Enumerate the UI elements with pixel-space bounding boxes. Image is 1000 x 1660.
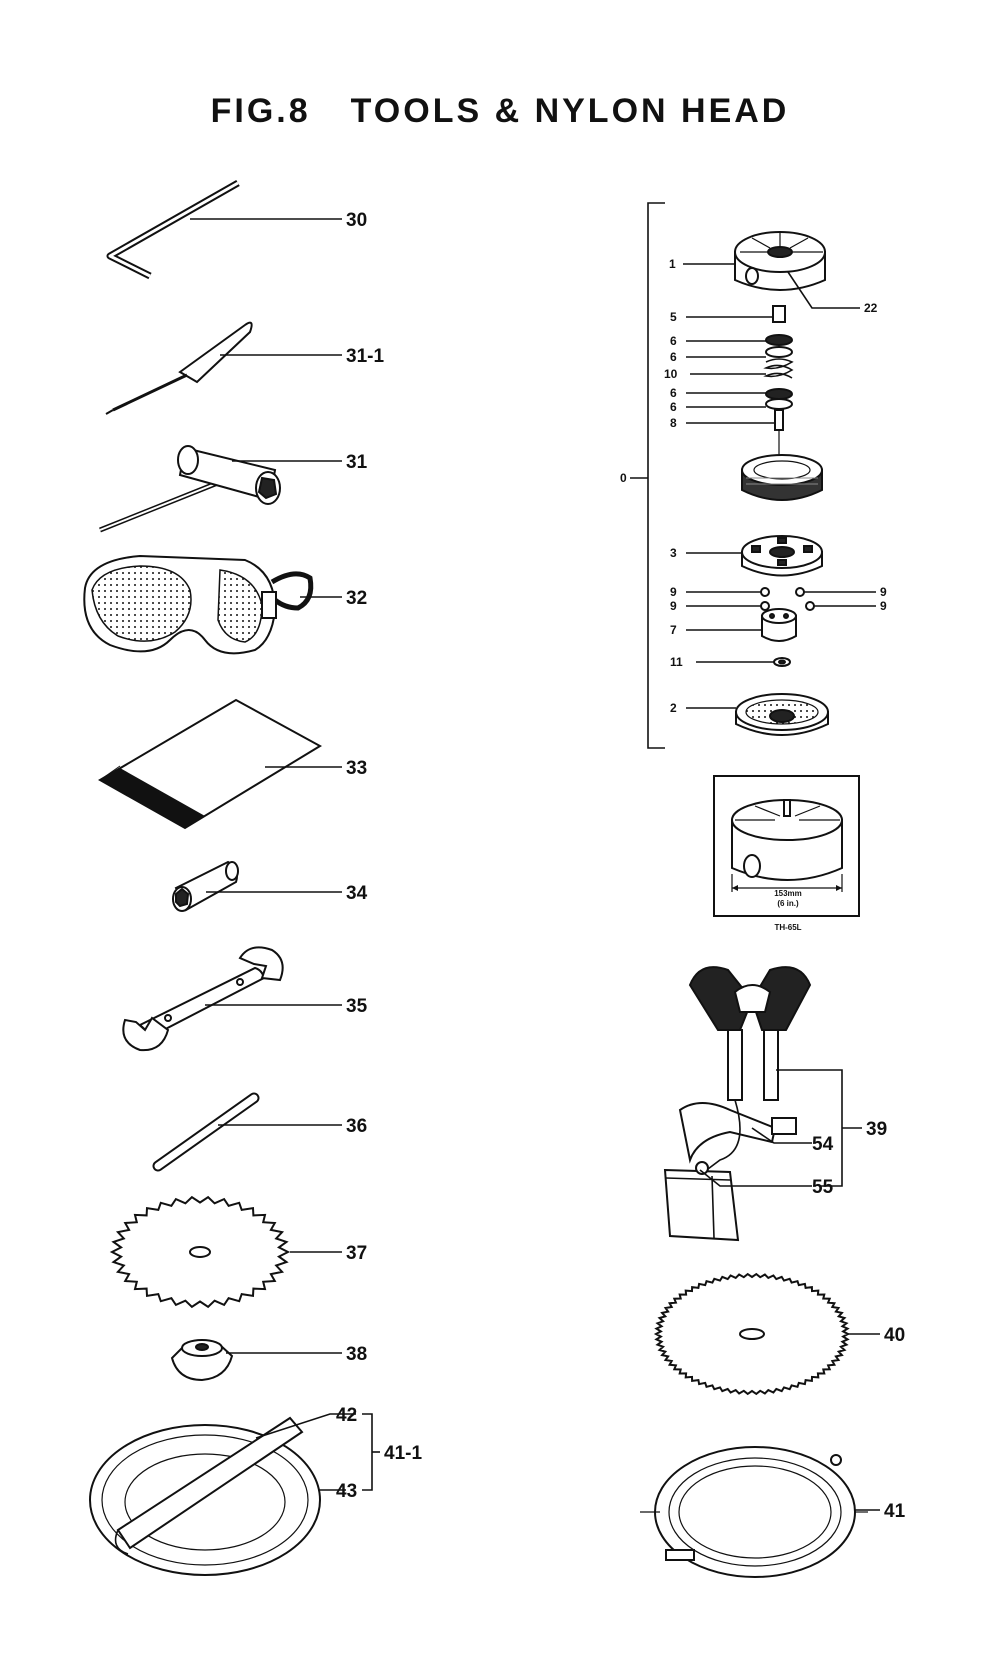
socket-tube-icon: [172, 860, 239, 912]
label-38: 38: [346, 1344, 367, 1365]
label-30: 30: [346, 210, 367, 231]
label-8: 8: [670, 416, 677, 430]
cup-washer-icon: [170, 1339, 234, 1382]
knob-assembly-icon: [760, 587, 815, 667]
spring-stack-icon: [763, 305, 794, 490]
inset-dimension-in: (6 in.): [777, 899, 799, 908]
figure-heading: TOOLS & NYLON HEAD: [350, 92, 790, 130]
shoulder-harness-icon: [663, 966, 812, 1242]
guard-ring-icon: [640, 1446, 868, 1578]
label-2: 2: [670, 701, 677, 715]
label-40: 40: [884, 1325, 905, 1346]
label-6b: 6: [670, 350, 677, 364]
label-10: 10: [664, 367, 678, 381]
label-35: 35: [346, 996, 368, 1017]
label-31: 31: [346, 452, 368, 473]
label-22: 22: [864, 301, 878, 315]
line-spool-icon: [741, 454, 823, 501]
label-6a: 6: [670, 334, 677, 348]
blade-cover-icon: [89, 1416, 321, 1576]
label-1: 1: [669, 257, 676, 271]
assembly-bracket: [647, 202, 665, 749]
head-cover-icon: [734, 231, 826, 291]
pin-rod-icon: [152, 1092, 260, 1172]
tooth-blade-icon: [109, 1195, 291, 1309]
label-5: 5: [670, 310, 677, 324]
label-55: 55: [812, 1177, 834, 1198]
label-36: 36: [346, 1116, 367, 1137]
figure-title: FIG.8 TOOLS & NYLON HEAD: [0, 92, 1000, 131]
label-37: 37: [346, 1243, 367, 1264]
label-43: 43: [336, 1481, 357, 1502]
inner-ring-icon: [741, 535, 823, 577]
head-base-icon: [735, 693, 829, 736]
inset-dimension-mm: 153mm: [774, 889, 802, 898]
label-11: 11: [670, 655, 683, 669]
figure-number: FIG.8: [210, 92, 311, 130]
instruction-sheet-icon: [97, 698, 323, 830]
inset-model: TH-65L: [774, 923, 801, 932]
spanner-icon: [122, 946, 284, 1052]
label-9a: 9: [670, 585, 677, 599]
hex-key-icon: [106, 179, 240, 280]
label-9d: 9: [880, 599, 887, 613]
label-32: 32: [346, 588, 367, 609]
label-41-1: 41-1: [384, 1443, 422, 1464]
label-3: 3: [670, 546, 677, 560]
label-6c: 6: [670, 386, 677, 400]
label-9c: 9: [880, 585, 887, 599]
label-9b: 9: [670, 599, 677, 613]
label-42: 42: [336, 1405, 357, 1426]
box-wrench-icon: [99, 445, 281, 533]
label-33: 33: [346, 758, 367, 779]
screwdriver-icon: [105, 321, 253, 415]
label-34: 34: [346, 883, 368, 904]
label-41: 41: [884, 1501, 906, 1522]
saw-blade-icon: [653, 1272, 851, 1396]
nylon-head-inset: [713, 775, 860, 917]
label-7: 7: [670, 623, 677, 637]
label-39: 39: [866, 1119, 887, 1140]
label-31-1: 31-1: [346, 346, 384, 367]
label-54: 54: [812, 1134, 834, 1155]
safety-goggles-icon: [83, 554, 314, 655]
label-0: 0: [620, 471, 627, 485]
label-6d: 6: [670, 400, 677, 414]
